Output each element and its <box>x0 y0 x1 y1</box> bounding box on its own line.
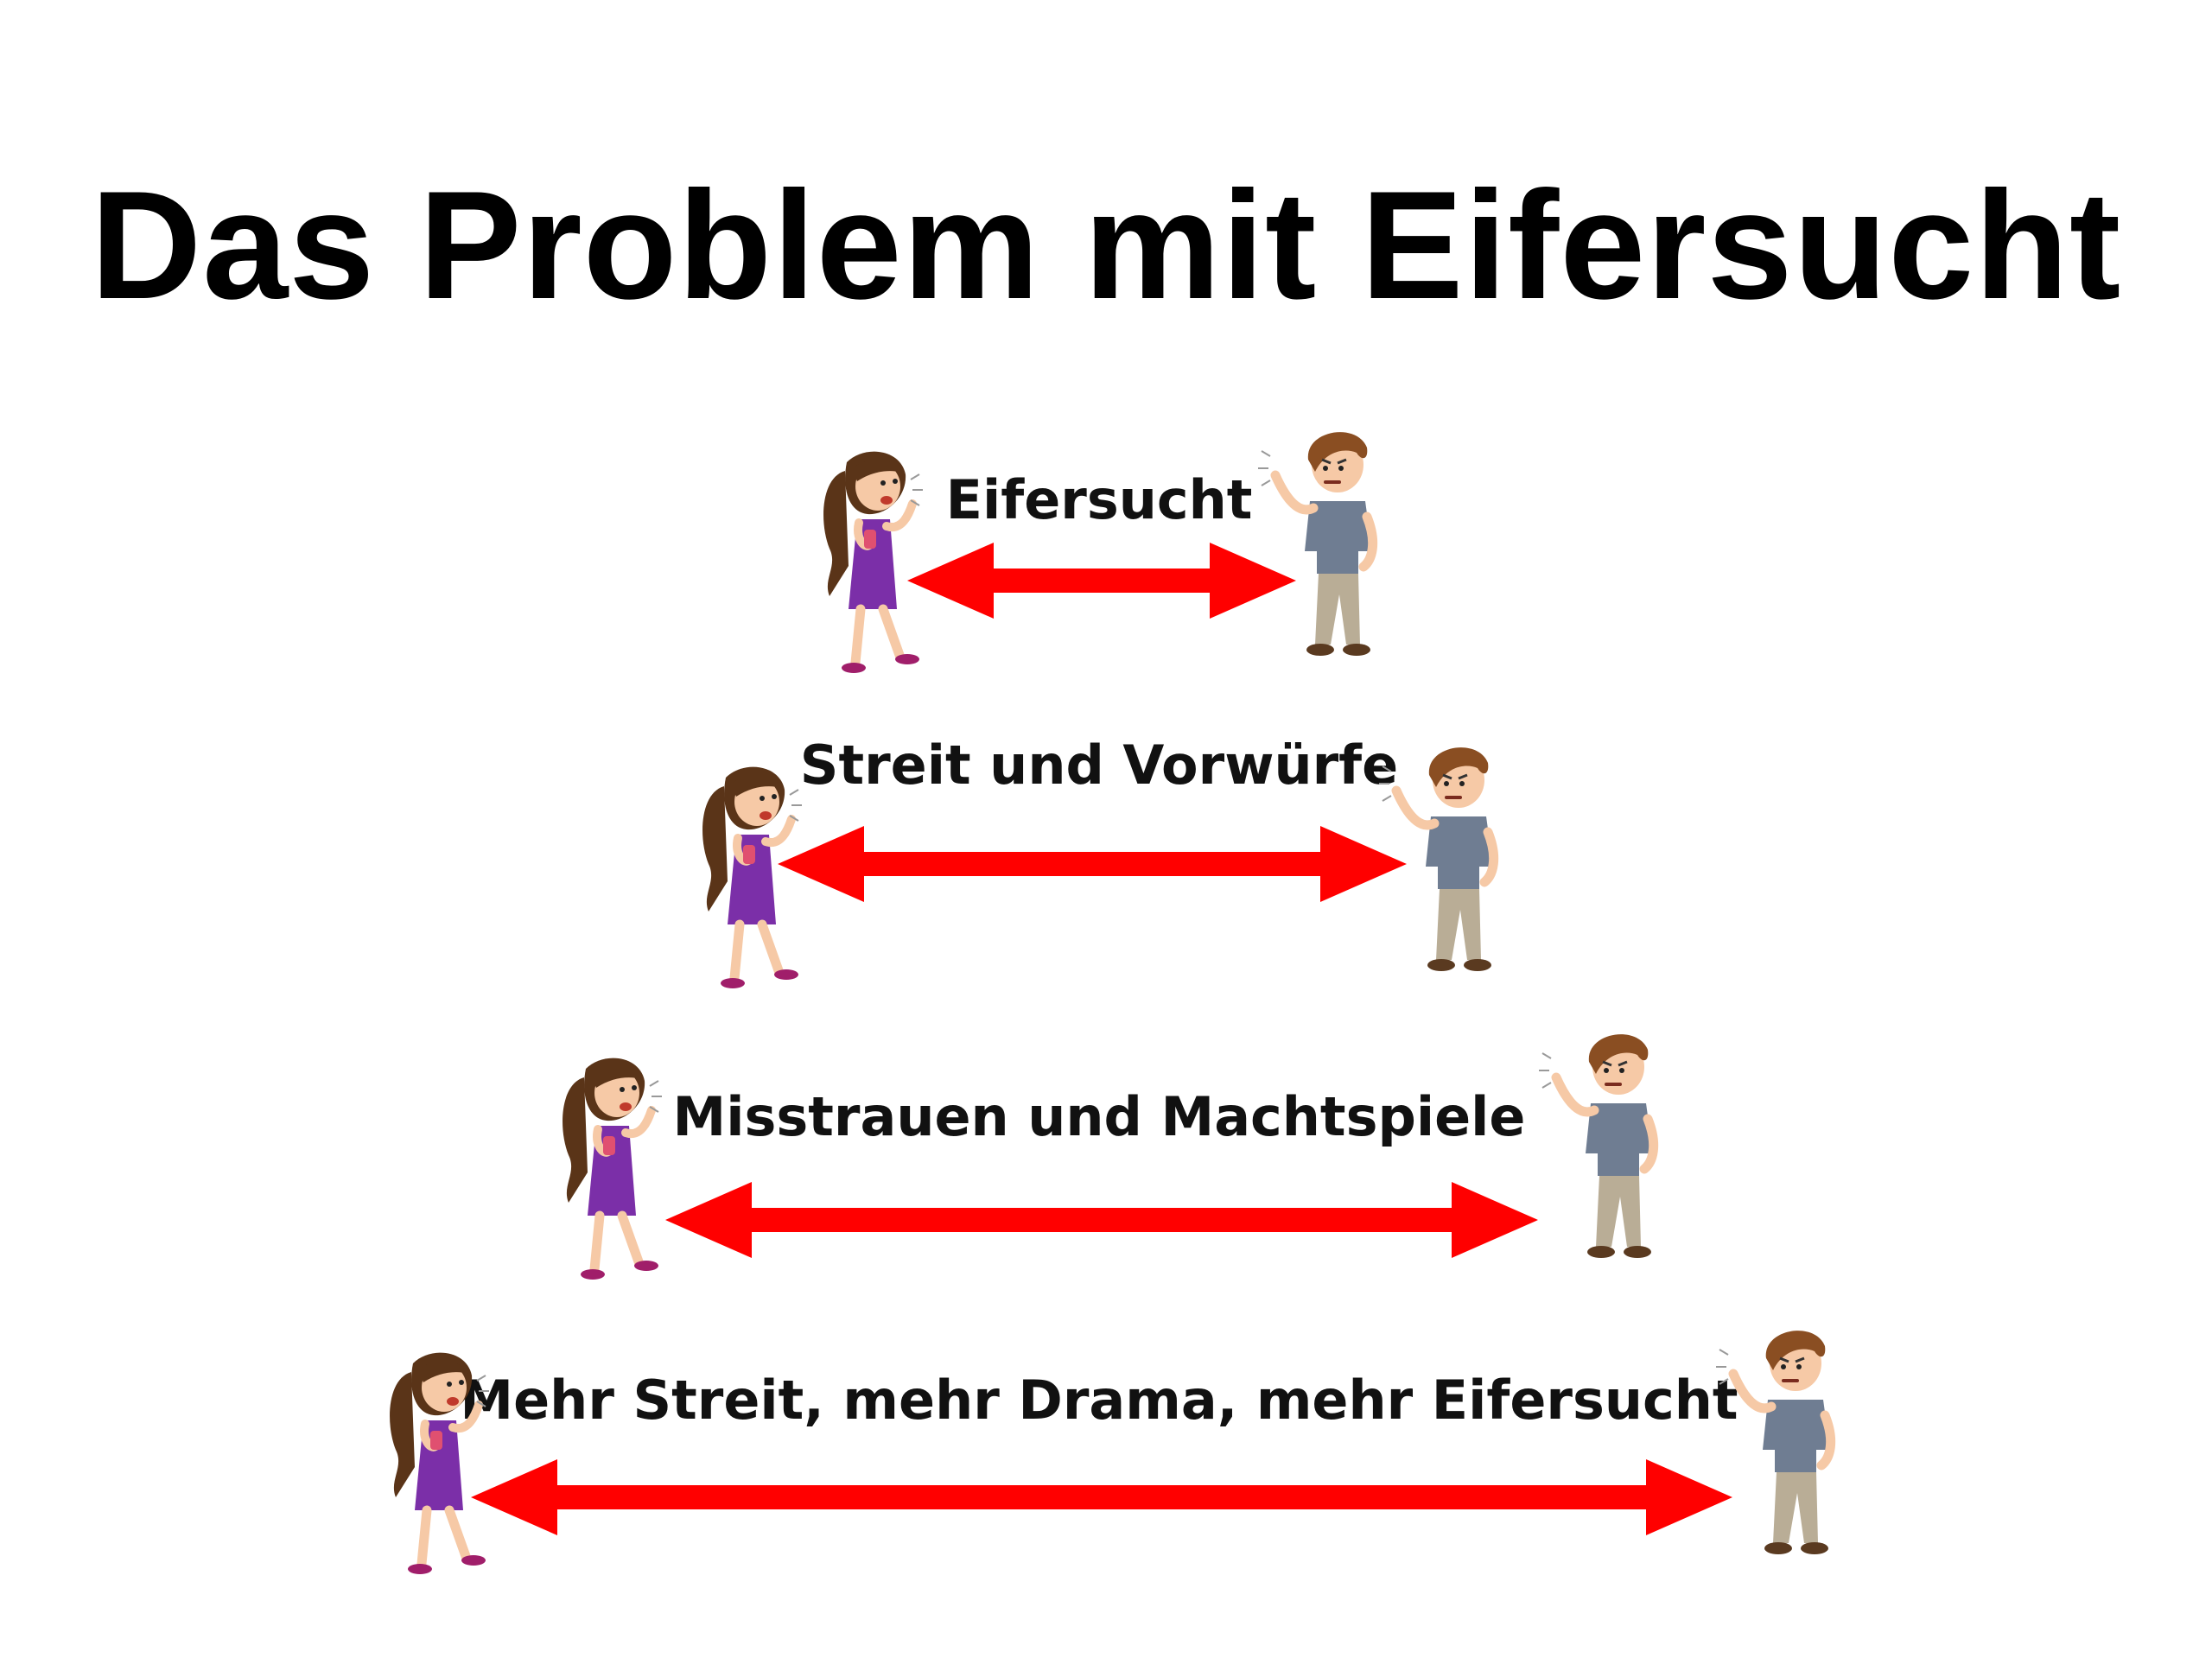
level-label: Streit und Vorwürfe <box>799 734 1399 797</box>
shouting-girl-icon <box>702 766 802 988</box>
angry-boy-icon <box>1539 1034 1659 1258</box>
double-arrow-shape <box>665 1182 1538 1258</box>
double-arrow-shape <box>471 1459 1732 1535</box>
angry-boy-icon <box>1716 1331 1836 1554</box>
shouting-girl-icon <box>563 1058 662 1280</box>
level-label: Mehr Streit, mehr Drama, mehr Eifersucht <box>460 1369 1738 1432</box>
angry-boy-icon <box>1258 432 1378 656</box>
level-label: Eifersucht <box>945 468 1253 531</box>
shouting-girl-icon <box>823 451 923 673</box>
slide-title: Das Problem mit Eifersucht <box>90 159 2122 331</box>
double-arrow-shape <box>907 543 1296 619</box>
level-label: Misstrauen und Machtspiele <box>672 1085 1526 1148</box>
shouting-girl-icon <box>390 1352 489 1574</box>
double-arrow-shape <box>778 826 1407 902</box>
angry-boy-icon <box>1379 747 1499 971</box>
